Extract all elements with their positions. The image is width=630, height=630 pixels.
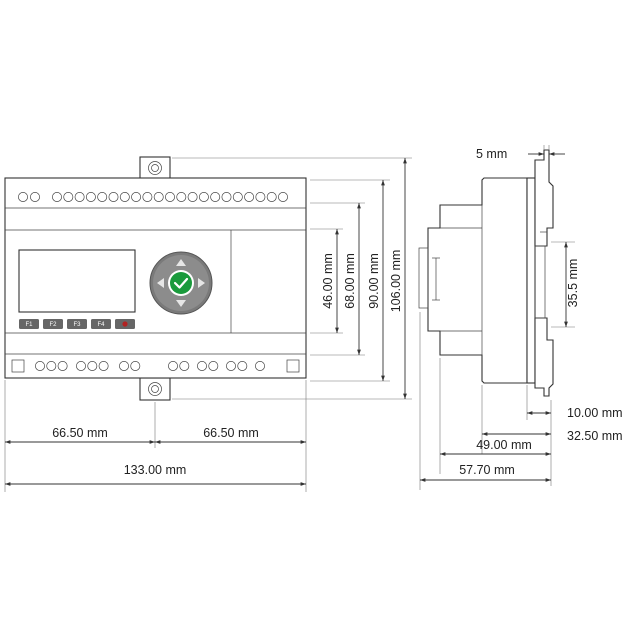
terminal-screw [87, 361, 98, 371]
dimension-46mm: 46.00 mm [321, 229, 339, 333]
terminal-screw [278, 192, 288, 202]
lcd-screen [18, 249, 136, 313]
dimension-32-5mm: 32.50 mm [482, 429, 623, 443]
back-plate [526, 177, 536, 384]
terminal-screw [208, 361, 219, 371]
dimension-133mm: 133.00 mm [5, 463, 306, 486]
arrow-left-icon[interactable] [157, 278, 164, 288]
dimension-57-7mm: 57.70 mm [420, 463, 551, 482]
terminal-screw [232, 192, 243, 202]
dimension-90mm: 90.00 mm [367, 180, 385, 381]
key-f3-label: F3 [73, 322, 81, 328]
terminal-screw [63, 192, 74, 202]
dimension-66-right: 66.50 mm [155, 426, 306, 444]
terminal-screw [255, 361, 265, 371]
terminal-screw [237, 361, 248, 371]
side-housing-profile [427, 177, 528, 384]
dimension-5mm: 5 mm [476, 147, 565, 161]
dim-35-label: 35.5 mm [566, 259, 580, 308]
din-clip-lower [534, 317, 554, 397]
dimension-49mm: 49.00 mm [440, 438, 551, 456]
dim-49-label: 49.00 mm [476, 438, 532, 452]
din-clip-upper [534, 149, 554, 247]
key-f1[interactable] [19, 319, 39, 329]
arrow-right-icon[interactable] [198, 278, 205, 288]
dim-32-label: 32.50 mm [567, 429, 623, 443]
dim-57-label: 57.70 mm [459, 463, 515, 477]
dim-10-label: 10.00 mm [567, 406, 623, 420]
dimension-35-5mm: 35.5 mm [564, 242, 580, 327]
terminal-screw [198, 192, 209, 202]
dim-106-label: 106.00 mm [389, 250, 403, 313]
dim-66-right-label: 66.50 mm [203, 426, 259, 440]
bottom-terminal-row [35, 361, 265, 371]
terminal-screw [74, 192, 85, 202]
terminal-screw [142, 192, 153, 202]
terminal-screw [119, 192, 130, 202]
terminal-screw [85, 192, 96, 202]
dim-68-label: 68.00 mm [343, 253, 357, 309]
stop-icon [122, 321, 128, 327]
dimension-10mm: 10.00 mm [527, 406, 623, 420]
checkmark-icon [173, 277, 189, 289]
ok-button[interactable] [170, 272, 192, 294]
terminal-screw [244, 192, 255, 202]
top-terminal-row [18, 192, 288, 202]
terminal-screw [130, 361, 141, 371]
terminal-screw [108, 192, 119, 202]
navigation-pad[interactable] [149, 251, 213, 315]
key-f1-label: F1 [25, 322, 33, 328]
front-view: F1 F2 F3 F4 [4, 156, 307, 401]
terminal-screw [131, 192, 142, 202]
terminal-screw [165, 192, 175, 202]
key-f2-label: F2 [49, 322, 57, 328]
terminal-screw [30, 192, 40, 202]
terminal-screw [221, 192, 232, 202]
terminal-screw [57, 361, 68, 371]
dim-90-label: 90.00 mm [367, 253, 381, 309]
key-f4-label: F4 [97, 322, 105, 328]
terminal-screw [197, 361, 207, 371]
terminal-screw [97, 192, 108, 202]
terminal-screw [98, 361, 109, 371]
terminal-screw [168, 361, 178, 371]
dim-46-label: 46.00 mm [321, 253, 335, 309]
terminal-screw [46, 361, 57, 371]
dimension-106mm: 106.00 mm [389, 158, 407, 399]
terminal-screw [255, 192, 266, 202]
terminal-screw [210, 192, 221, 202]
key-f4[interactable] [91, 319, 111, 329]
side-connector [418, 247, 429, 309]
terminal-screw [179, 361, 190, 371]
dimension-66-left: 66.50 mm [5, 426, 155, 444]
side-extension-lines [419, 145, 575, 490]
terminal-screw [18, 192, 28, 202]
side-view [418, 149, 554, 397]
function-keys: F1 F2 F3 F4 [19, 319, 135, 329]
terminal-screw [76, 361, 86, 371]
terminal-screw [226, 361, 236, 371]
terminal-screw [35, 361, 45, 371]
top-mounting-clip [139, 156, 171, 180]
terminal-screw [153, 192, 164, 202]
arrow-down-icon[interactable] [176, 300, 186, 307]
terminal-screw [187, 192, 198, 202]
key-f3[interactable] [67, 319, 87, 329]
bottom-mounting-clip [139, 377, 171, 401]
dim-66-left-label: 66.50 mm [52, 426, 108, 440]
terminal-screw [52, 192, 62, 202]
terminal-screw [119, 361, 129, 371]
dimension-68mm: 68.00 mm [343, 203, 361, 355]
arrow-up-icon[interactable] [176, 259, 186, 266]
terminal-screw [176, 192, 187, 202]
key-f2[interactable] [43, 319, 63, 329]
front-extension-lines [4, 157, 412, 492]
terminal-screw [266, 192, 277, 202]
dim-5-label: 5 mm [476, 147, 507, 161]
dim-133-label: 133.00 mm [124, 463, 187, 477]
